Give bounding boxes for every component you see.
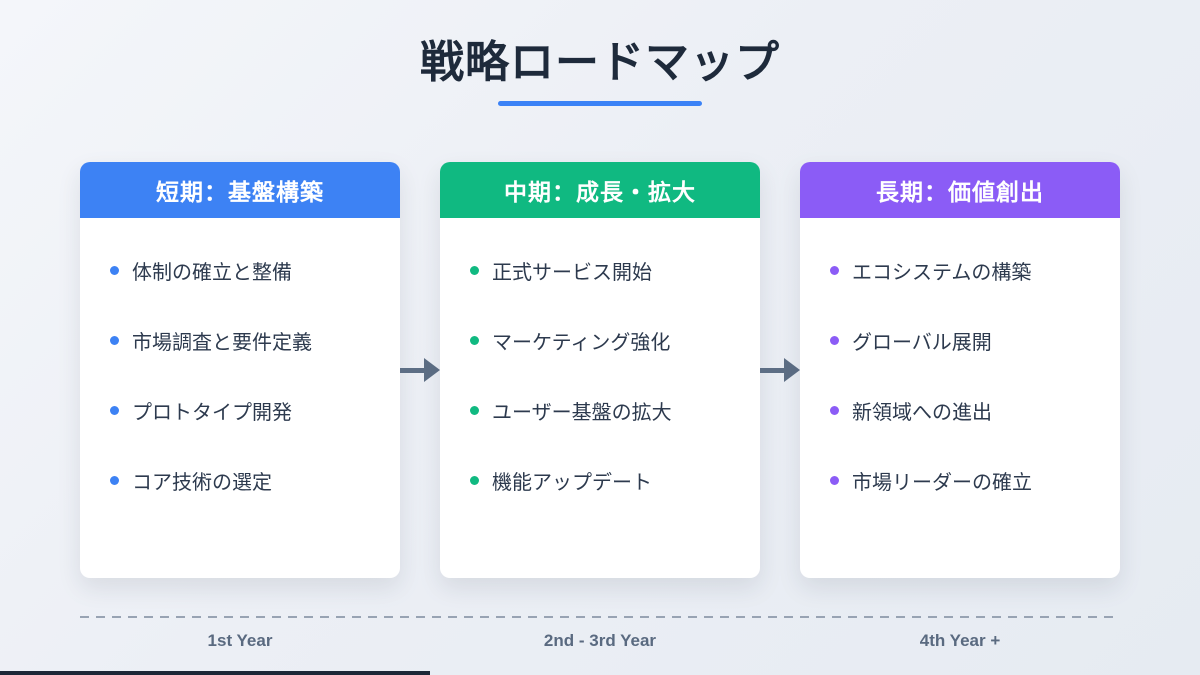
bullet-dot bbox=[470, 335, 479, 345]
flow-arrow-icon bbox=[400, 358, 440, 382]
arrow-head bbox=[784, 358, 800, 382]
bullet-dot bbox=[830, 475, 839, 485]
bullet-label: コア技術の選定 bbox=[132, 471, 272, 494]
bullet-item: エコシステムの構築 bbox=[830, 235, 1106, 305]
bullet-item: 正式サービス開始 bbox=[470, 235, 746, 305]
bullet-item: 機能アップデート bbox=[470, 445, 746, 515]
bullet-list: 体制の確立と整備 市場調査と要件定義 プロトタイプ開発 コア技術の選定 bbox=[80, 218, 400, 515]
bullet-dot bbox=[470, 405, 479, 415]
timeline-label-4th-year-plus: 4th Year + bbox=[919, 631, 1001, 650]
arrow-shaft bbox=[760, 368, 786, 373]
roadmap-column-mid-term: 中期：成長・拡大 正式サービス開始 マーケティング強化 ユーザー基盤の拡大 機能… bbox=[440, 162, 760, 578]
bullet-label: 体制の確立と整備 bbox=[132, 261, 292, 284]
bullet-item: 市場調査と要件定義 bbox=[110, 305, 386, 375]
bullet-dot bbox=[470, 475, 479, 485]
roadmap-column-long-term: 長期：価値創出 エコシステムの構築 グローバル展開 新領域への進出 市場リーダー… bbox=[800, 162, 1120, 578]
bullet-dot bbox=[110, 475, 119, 485]
bullet-list: 正式サービス開始 マーケティング強化 ユーザー基盤の拡大 機能アップデート bbox=[440, 218, 760, 515]
title-underline bbox=[498, 101, 702, 106]
bullet-item: ユーザー基盤の拡大 bbox=[470, 375, 746, 445]
bullet-dot bbox=[830, 265, 839, 275]
bullet-item: マーケティング強化 bbox=[470, 305, 746, 375]
bullet-item: 市場リーダーの確立 bbox=[830, 445, 1106, 515]
bullet-item: グローバル展開 bbox=[830, 305, 1106, 375]
bullet-label: マーケティング強化 bbox=[492, 331, 671, 354]
bullet-label: 新領域への進出 bbox=[852, 401, 992, 424]
page-title: 戦略ロードマップ bbox=[420, 38, 780, 87]
bullet-label: 市場リーダーの確立 bbox=[852, 471, 1032, 494]
bullet-dot bbox=[830, 405, 839, 415]
bullet-label: プロトタイプ開発 bbox=[132, 401, 292, 424]
timeline-label-2nd-3rd-year: 2nd - 3rd Year bbox=[543, 631, 657, 650]
arrow-head bbox=[424, 358, 440, 382]
bullet-item: コア技術の選定 bbox=[110, 445, 386, 515]
bullet-item: 体制の確立と整備 bbox=[110, 235, 386, 305]
bullet-label: エコシステムの構築 bbox=[852, 261, 1032, 284]
column-header: 長期：価値創出 bbox=[800, 162, 1120, 218]
bottom-edge-bar bbox=[0, 671, 430, 675]
bullet-dot bbox=[110, 335, 119, 345]
flow-arrow-icon bbox=[760, 358, 800, 382]
bullet-dot bbox=[470, 265, 479, 275]
timeline-label-1st-year: 1st Year bbox=[207, 631, 273, 650]
bullet-dot bbox=[830, 335, 839, 345]
bullet-dot bbox=[110, 265, 119, 275]
roadmap-column-short-term: 短期：基盤構築 体制の確立と整備 市場調査と要件定義 プロトタイプ開発 コア技術… bbox=[80, 162, 400, 578]
arrow-shaft bbox=[400, 368, 426, 373]
bullet-item: 新領域への進出 bbox=[830, 375, 1106, 445]
bullet-dot bbox=[110, 405, 119, 415]
column-header: 中期：成長・拡大 bbox=[440, 162, 760, 218]
bullet-label: グローバル展開 bbox=[852, 331, 992, 354]
timeline-dashed-line bbox=[80, 616, 1120, 618]
bullet-label: ユーザー基盤の拡大 bbox=[492, 401, 672, 424]
bullet-list: エコシステムの構築 グローバル展開 新領域への進出 市場リーダーの確立 bbox=[800, 218, 1120, 515]
bullet-label: 機能アップデート bbox=[492, 471, 652, 494]
column-header: 短期：基盤構築 bbox=[80, 162, 400, 218]
bullet-label: 正式サービス開始 bbox=[492, 261, 652, 284]
bullet-label: 市場調査と要件定義 bbox=[132, 331, 312, 354]
bullet-item: プロトタイプ開発 bbox=[110, 375, 386, 445]
